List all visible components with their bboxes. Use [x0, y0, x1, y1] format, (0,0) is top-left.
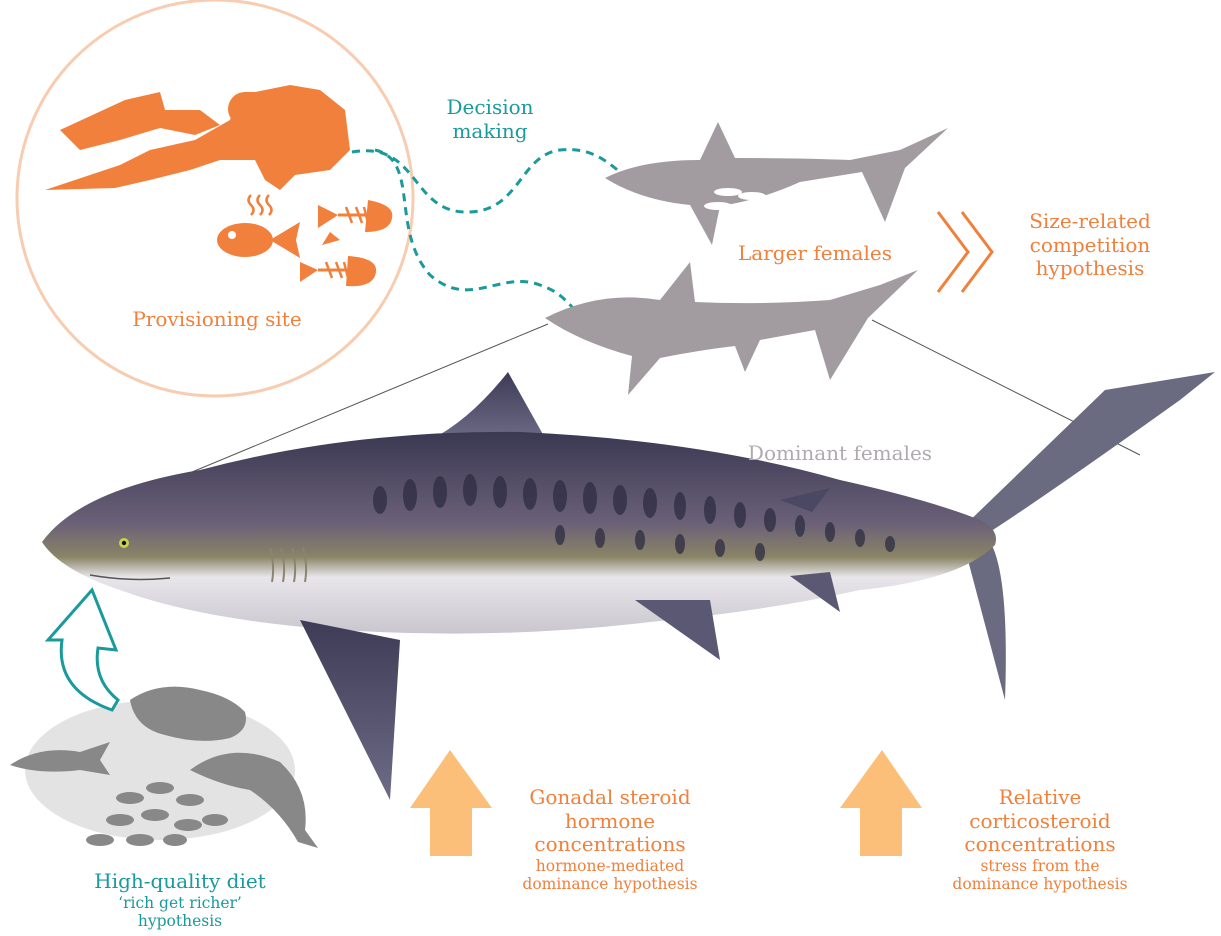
gonadal-sub-2: dominance hypothesis	[500, 875, 720, 893]
size-comp-line-2: competition	[1000, 234, 1180, 258]
gonadal-line-1: Gonadal steroid	[500, 786, 720, 810]
cortico-sub-2: dominance hypothesis	[930, 875, 1150, 893]
diet-title: High-quality diet	[60, 870, 300, 894]
size-comp-line-3: hypothesis	[1000, 257, 1180, 281]
decision-line-2: making	[420, 120, 560, 144]
gonadal-arrow-icon	[410, 750, 492, 856]
larger-females-label: Larger females	[725, 242, 905, 266]
dominant-females-label: Dominant females	[730, 442, 950, 466]
diet-label: High-quality diet ‘rich get richer’ hypo…	[60, 870, 300, 930]
dominant-female-shark-icon	[545, 262, 918, 395]
steam-icon	[249, 195, 272, 215]
diet-sub-1: ‘rich get richer’	[60, 894, 300, 912]
fish-icon	[217, 222, 300, 258]
decision-path-lower	[375, 150, 575, 310]
larger-female-shark-icon	[605, 122, 948, 245]
size-competition-label: Size-related competition hypothesis	[1000, 210, 1180, 281]
chevrons-icon	[938, 212, 992, 292]
decision-line-1: Decision	[420, 96, 560, 120]
gonadal-line-3: concentrations	[500, 833, 720, 857]
gonadal-sub-1: hormone-mediated	[500, 857, 720, 875]
cortico-line-2: corticosteroid	[930, 810, 1150, 834]
fish-skeleton-icon	[318, 200, 392, 245]
cortico-arrow-icon	[840, 750, 922, 856]
cortico-line-1: Relative	[930, 786, 1150, 810]
provisioning-site-circle	[17, 0, 413, 396]
cortico-label: Relative corticosteroid concentrations s…	[930, 786, 1150, 893]
diet-arrow-icon	[48, 590, 118, 710]
gonadal-line-2: hormone	[500, 810, 720, 834]
fish-skeleton-icon-2	[300, 256, 376, 286]
cortico-sub-1: stress from the	[930, 857, 1150, 875]
gonadal-label: Gonadal steroid hormone concentrations h…	[500, 786, 720, 893]
size-comp-line-1: Size-related	[1000, 210, 1180, 234]
cortico-line-3: concentrations	[930, 833, 1150, 857]
diver-icon	[45, 85, 350, 190]
provisioning-site-label: Provisioning site	[112, 308, 322, 332]
decision-making-label: Decision making	[420, 96, 560, 143]
diet-sub-2: hypothesis	[60, 912, 300, 930]
